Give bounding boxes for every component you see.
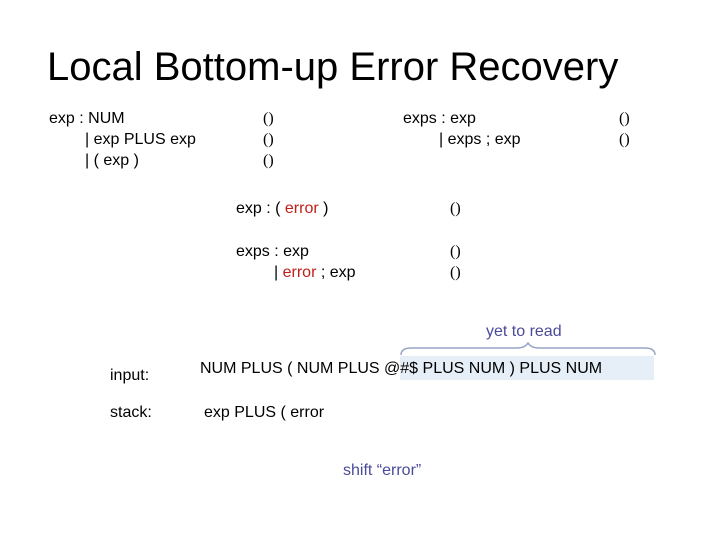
- input-remaining: @#$ PLUS NUM ) PLUS NUM: [384, 360, 603, 377]
- shift-note: shift “error”: [343, 462, 422, 479]
- grammar-exps-line-2: | exps ; exp: [439, 131, 521, 148]
- error-rule-exp-action: (): [450, 200, 461, 217]
- grammar-exp-line-3: | ( exp ): [85, 152, 139, 169]
- error-rule-exp-suffix: ): [318, 200, 329, 217]
- error-token: error: [282, 264, 317, 281]
- error-token: error: [284, 200, 319, 217]
- stack-value: exp PLUS ( error: [204, 404, 325, 421]
- grammar-exp-line-2: | exp PLUS exp: [85, 131, 196, 148]
- error-rule-exps-line-1: exps : exp: [236, 243, 309, 260]
- yet-to-read-label: yet to read: [486, 323, 562, 340]
- grammar-exp-action-1: (): [263, 110, 274, 127]
- input-tokens: NUM PLUS ( NUM PLUS @#$ PLUS NUM ) PLUS …: [200, 358, 602, 379]
- error-rule-exps-pipe: |: [274, 264, 283, 281]
- remaining-input-highlight: [400, 356, 654, 380]
- error-rule-exps-action-2: (): [450, 264, 461, 281]
- grammar-exps-action-2: (): [619, 131, 630, 148]
- grammar-exp-action-3: (): [263, 152, 274, 169]
- error-rule-exps-line-2: | error ; exp: [274, 262, 356, 283]
- input-consumed: NUM PLUS ( NUM PLUS: [200, 360, 385, 377]
- stack-label: stack:: [110, 404, 152, 421]
- error-rule-exps-suffix: ; exp: [316, 264, 356, 281]
- grammar-exps-action-1: (): [619, 110, 630, 127]
- yet-to-read-brace: [400, 342, 656, 356]
- grammar-exp-line-1: exp : NUM: [49, 110, 125, 127]
- input-label: input:: [110, 367, 150, 384]
- error-rule-exps-action-1: (): [450, 243, 461, 260]
- slide-title: Local Bottom-up Error Recovery: [47, 45, 619, 89]
- error-rule-exp-prefix: exp : (: [236, 200, 285, 217]
- error-rule-exp: exp : ( error ): [236, 198, 328, 219]
- grammar-exp-action-2: (): [263, 131, 274, 148]
- grammar-exps-line-1: exps : exp: [403, 110, 476, 127]
